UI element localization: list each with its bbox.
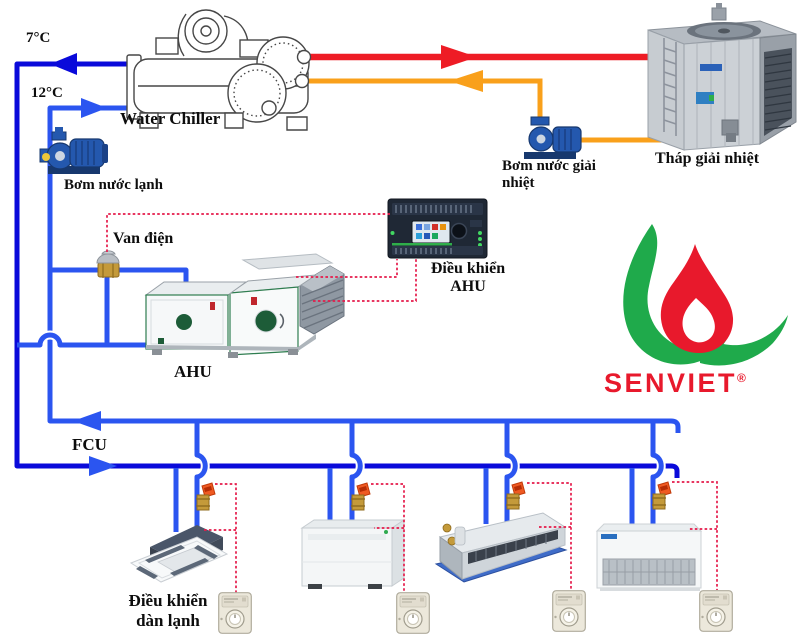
return-header-arrow [73, 411, 101, 431]
chilled-water-pump-drawing [39, 127, 108, 174]
cooling-tower-label: Tháp giải nhiệt [655, 150, 760, 167]
water-chiller-label: Water Chiller [120, 109, 221, 128]
brand-wordmark: SENVIET® [604, 368, 746, 399]
ahu-controller-label: Điều khiển AHU [398, 260, 538, 297]
fcu-controller-label: Điều khiển dàn lạnh [106, 591, 230, 630]
condenser-hot-arrow [441, 45, 477, 69]
valve-label: Van điện [113, 230, 174, 247]
condenser-cool-arrow [449, 70, 483, 92]
senviet-logo-mark [623, 224, 788, 366]
supply-header-arrow [89, 456, 117, 476]
ahu-controller-label-line2: AHU [450, 278, 486, 296]
fcu-controller-label-line2: dàn lạnh [136, 610, 200, 630]
supply-temp-label: 7°C [26, 30, 51, 46]
supply-arrow-7c [50, 53, 77, 75]
fcu-floor-standing-drawing [300, 519, 406, 589]
fcu-thermostat [552, 590, 586, 632]
condenser-water-pump-drawing [524, 116, 582, 159]
chilled-water-pipes [14, 53, 681, 532]
condenser-pump-label-line1: Bơm nước giải [502, 158, 596, 174]
fcu-label: FCU [72, 435, 107, 454]
registered-trademark-symbol: ® [737, 371, 746, 385]
brand-name: SENVIET [604, 368, 738, 398]
fcu-console-drawing [595, 523, 703, 591]
ahu-controller-label-line1: Điều khiển [430, 260, 506, 277]
condenser-pump-label-line2: nhiệt [502, 175, 535, 192]
motorized-valve-drawing [96, 250, 120, 278]
return-arrow-12c [81, 98, 107, 118]
return-temp-label: 12°C [31, 85, 63, 101]
tower-ladder [663, 38, 677, 136]
water-chiller-drawing [126, 9, 312, 131]
ahu-controller-drawing [387, 198, 488, 259]
control-wiring [106, 213, 718, 593]
cooling-tower-drawing [647, 3, 797, 151]
chilled-pump-label: Bơm nước lạnh [64, 177, 163, 193]
fcu-thermostat [699, 590, 733, 632]
ahu-label: AHU [174, 362, 212, 381]
ahu-drawing [144, 253, 345, 358]
fcu-cassette-drawing [129, 525, 229, 583]
fcu-controller-label-line1: Điều khiển [128, 591, 208, 610]
fcu-ducted-drawing [434, 512, 568, 583]
condenser-pump-label: Bơm nước giải nhiệt [502, 158, 596, 193]
fcu-thermostat [396, 592, 430, 634]
